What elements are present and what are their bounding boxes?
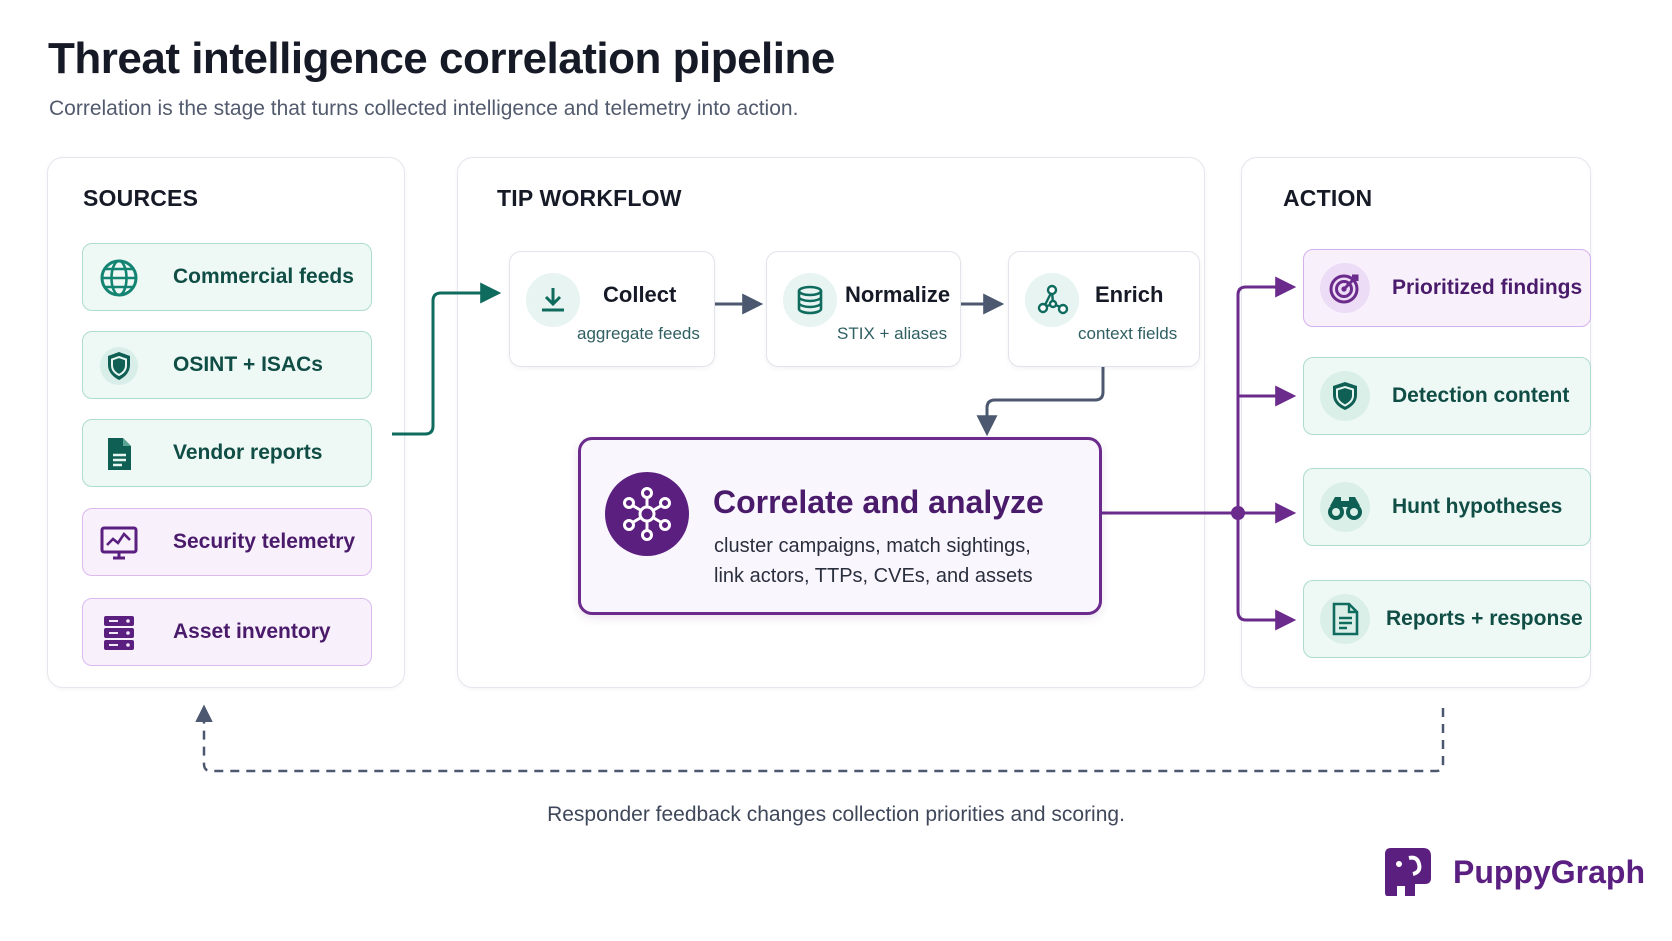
database-icon bbox=[783, 273, 837, 327]
feedback-loop-arrow bbox=[195, 704, 1445, 773]
source-label: Vendor reports bbox=[173, 441, 323, 464]
shield-icon bbox=[1320, 371, 1370, 421]
target-icon bbox=[1320, 263, 1370, 313]
graph-nodes-icon bbox=[1025, 273, 1079, 327]
tip-workflow-heading: TIP WORKFLOW bbox=[497, 185, 682, 211]
step-normalize: Normalize STIX + aliases bbox=[766, 251, 961, 367]
branch-junction-dot bbox=[1231, 506, 1245, 520]
download-icon bbox=[526, 273, 580, 327]
source-osint-isacs: OSINT + ISACs bbox=[82, 331, 372, 399]
action-reports-response: Reports + response bbox=[1303, 580, 1591, 658]
action-prioritized-findings: Prioritized findings bbox=[1303, 249, 1591, 327]
action-heading: ACTION bbox=[1283, 185, 1373, 211]
step-collect: Collect aggregate feeds bbox=[509, 251, 715, 367]
action-detection-content: Detection content bbox=[1303, 357, 1591, 435]
branch-prioritized-findings-arrow bbox=[1236, 276, 1297, 298]
branch-reports-response-arrow bbox=[1236, 609, 1297, 631]
step-enrich: Enrich context fields bbox=[1008, 251, 1200, 367]
brand: PuppyGraph bbox=[1379, 844, 1645, 900]
binoculars-icon bbox=[1320, 482, 1370, 532]
server-icon bbox=[99, 613, 139, 653]
source-label: Security telemetry bbox=[173, 530, 356, 553]
source-commercial-feeds: Commercial feeds bbox=[82, 243, 372, 311]
report-icon bbox=[1320, 594, 1370, 644]
globe-icon bbox=[99, 258, 139, 298]
sources-to-collect-arrow bbox=[392, 282, 502, 436]
feedback-caption: Responder feedback changes collection pr… bbox=[547, 803, 1125, 826]
enrich-to-correlate-arrow bbox=[976, 367, 1105, 437]
source-asset-inventory: Asset inventory bbox=[82, 598, 372, 666]
step-desc: STIX + aliases bbox=[837, 324, 948, 343]
page-subtitle: Correlation is the stage that turns coll… bbox=[49, 97, 799, 120]
action-label: Prioritized findings bbox=[1392, 276, 1583, 299]
source-label: Commercial feeds bbox=[173, 265, 354, 288]
monitor-chart-icon bbox=[99, 523, 139, 563]
brand-name: PuppyGraph bbox=[1453, 853, 1646, 890]
step-desc: context fields bbox=[1078, 324, 1178, 343]
sources-heading: SOURCES bbox=[83, 185, 199, 211]
step-name: Normalize bbox=[845, 282, 951, 307]
correlate-desc-line1: cluster campaigns, match sightings, bbox=[714, 535, 1031, 557]
source-vendor-reports: Vendor reports bbox=[82, 419, 372, 487]
step-desc: aggregate feeds bbox=[577, 324, 700, 343]
page-title: Threat intelligence correlation pipeline bbox=[48, 34, 835, 83]
correlate-analyze-box: Correlate and analyze cluster campaigns,… bbox=[578, 437, 1102, 615]
network-hub-icon bbox=[605, 472, 689, 556]
action-label: Detection content bbox=[1392, 384, 1570, 407]
action-label: Reports + response bbox=[1386, 607, 1583, 630]
source-security-telemetry: Security telemetry bbox=[82, 508, 372, 576]
correlate-title: Correlate and analyze bbox=[713, 484, 1044, 520]
document-icon bbox=[99, 434, 139, 474]
correlate-desc-line2: link actors, TTPs, CVEs, and assets bbox=[714, 565, 1033, 587]
source-label: Asset inventory bbox=[173, 620, 331, 643]
step-name: Enrich bbox=[1095, 282, 1164, 307]
puppygraph-logo bbox=[1379, 844, 1435, 900]
source-label: OSINT + ISACs bbox=[173, 353, 323, 376]
shield-icon bbox=[99, 346, 139, 386]
action-label: Hunt hypotheses bbox=[1392, 495, 1563, 518]
step-name: Collect bbox=[603, 282, 677, 307]
action-hunt-hypotheses: Hunt hypotheses bbox=[1303, 468, 1591, 546]
